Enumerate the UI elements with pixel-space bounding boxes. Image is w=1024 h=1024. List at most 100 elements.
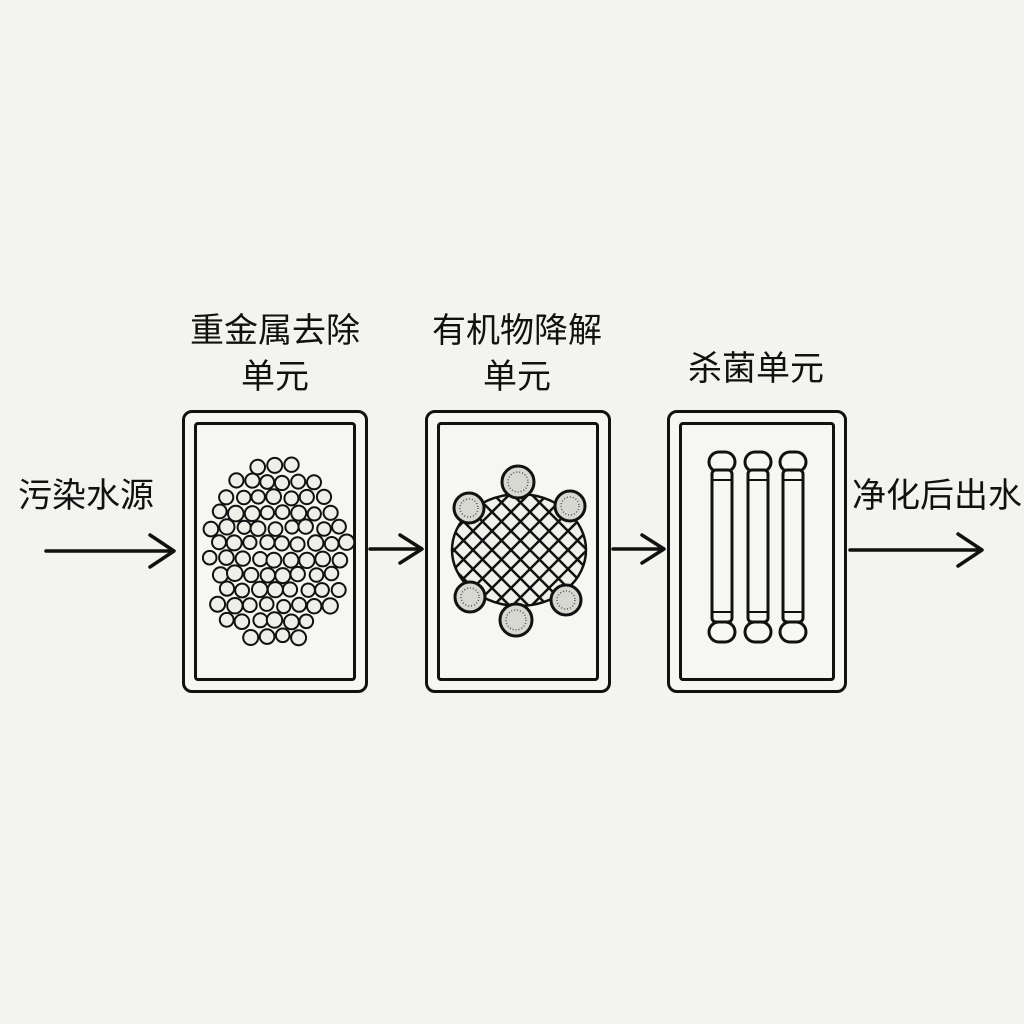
granule <box>308 567 325 583</box>
granule <box>274 504 291 520</box>
granule <box>265 551 283 569</box>
granule <box>250 489 266 505</box>
mesh-strand <box>452 494 564 606</box>
unit-1-title-line1: 重金属去除 <box>190 311 360 351</box>
granule <box>259 505 275 521</box>
granule <box>274 567 292 585</box>
outflow-arrow <box>848 532 984 568</box>
mesh-strand <box>452 494 583 606</box>
granule <box>252 612 269 629</box>
output-label: 净化后出水 <box>852 476 1022 516</box>
granule <box>321 597 339 615</box>
granular-media-icon <box>201 456 356 647</box>
granule <box>283 613 300 631</box>
granule <box>234 582 251 599</box>
granule <box>266 581 284 599</box>
granule <box>218 518 236 536</box>
granule <box>209 595 227 613</box>
granule <box>252 551 269 568</box>
uv-tube <box>707 450 737 644</box>
granule <box>242 629 260 646</box>
unit-2-inner-frame <box>437 422 599 681</box>
granule <box>306 598 323 615</box>
granule <box>266 456 284 474</box>
catalyst-bead <box>498 602 534 638</box>
bead-texture <box>459 498 479 518</box>
granule <box>259 474 276 490</box>
granule <box>201 549 218 566</box>
granule <box>290 504 308 522</box>
granule <box>273 535 290 552</box>
granule <box>331 551 349 569</box>
granule <box>322 504 339 521</box>
uv-lamp-tubes-icon <box>707 450 808 644</box>
granule <box>236 489 252 506</box>
granule <box>283 490 300 507</box>
granule <box>297 518 314 535</box>
catalyst-mesh-icon <box>450 464 588 638</box>
granule <box>284 519 300 535</box>
granule <box>300 582 316 598</box>
granule <box>265 488 283 506</box>
granule <box>211 534 227 551</box>
unit-2-title-line2: 单元 <box>483 357 551 397</box>
catalyst-bead <box>453 580 487 614</box>
granule <box>323 565 340 582</box>
granule <box>241 597 258 614</box>
granule <box>242 534 258 551</box>
granule <box>226 564 244 583</box>
granule <box>306 506 322 522</box>
granule <box>283 456 300 473</box>
granule <box>218 580 236 597</box>
mesh-strand <box>452 494 545 606</box>
bead-texture <box>505 609 527 631</box>
granule <box>228 472 245 489</box>
granule <box>290 629 308 647</box>
catalyst-bead <box>500 464 536 500</box>
granule <box>290 473 307 490</box>
catalyst-bead <box>452 491 486 525</box>
unit-2-title: 有机物降解 单元 <box>414 308 620 400</box>
granule <box>202 520 220 538</box>
uv-tube <box>778 450 808 644</box>
catalyst-bead <box>553 489 587 523</box>
granule <box>225 534 243 552</box>
granule <box>244 472 261 489</box>
granule <box>236 519 252 535</box>
mesh-strand <box>477 494 586 606</box>
granule <box>314 582 330 598</box>
unit-1-title: 重金属去除 单元 <box>172 308 378 400</box>
granule <box>218 549 235 566</box>
granule <box>258 628 276 645</box>
granule <box>249 520 267 537</box>
granule <box>218 489 235 506</box>
unit-2-title-line1: 有机物降解 <box>432 311 602 351</box>
inflow-arrow <box>44 533 176 569</box>
granule <box>282 551 300 569</box>
granule <box>291 596 308 613</box>
granule <box>243 505 261 523</box>
granule <box>281 581 299 598</box>
mesh-strand <box>458 494 586 606</box>
granule <box>249 458 267 476</box>
granule <box>331 518 347 535</box>
unit-3-title: 杀菌单元 <box>664 346 848 392</box>
granule <box>330 582 347 598</box>
arrow-unit1-to-unit2 <box>368 533 424 565</box>
granule <box>243 566 260 584</box>
granule <box>273 474 291 492</box>
granule <box>211 503 228 520</box>
granule <box>265 611 284 629</box>
granule <box>323 536 340 552</box>
granule <box>298 488 315 506</box>
arrow-unit2-to-unit3 <box>611 533 666 565</box>
granule <box>251 580 269 599</box>
granule <box>298 551 316 570</box>
granule <box>274 627 291 644</box>
granule <box>259 567 276 584</box>
granule <box>306 474 322 491</box>
granule <box>337 533 356 551</box>
granule <box>258 596 275 612</box>
bead-texture <box>556 590 576 610</box>
